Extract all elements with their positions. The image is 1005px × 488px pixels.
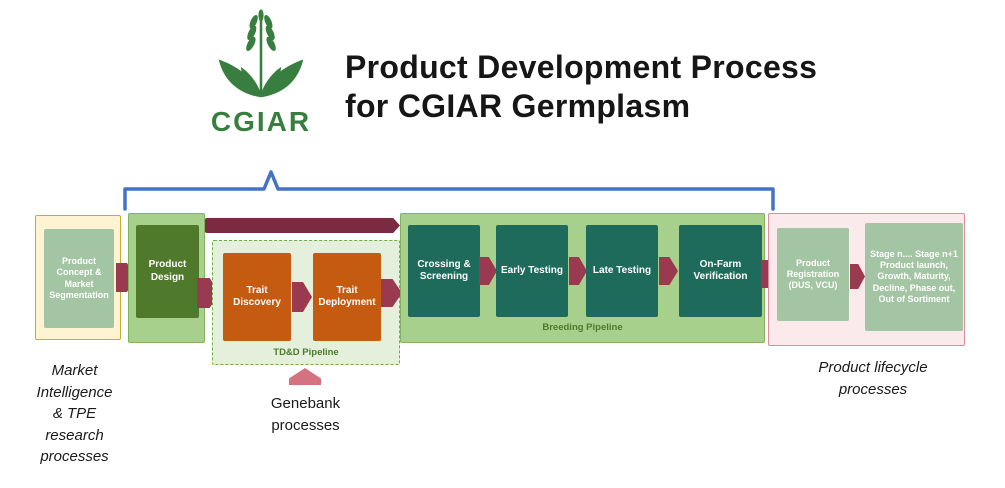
tdd-pipeline-panel: Trait Discovery Trait Deployment TD&D Pi… (212, 240, 400, 365)
cgiar-logo: CGIAR (205, 8, 317, 138)
late-testing-box: Late Testing (586, 225, 658, 317)
product-design-panel: Product Design (128, 213, 205, 343)
product-lifecycle-panel: Product Registration (DUS, VCU) Stage n.… (768, 213, 965, 346)
market-intelligence-panel: Product Concept & Market Segmentation (35, 215, 121, 340)
product-design-box: Product Design (136, 225, 199, 318)
wheat-icon (218, 9, 304, 98)
trait-deployment-box: Trait Deployment (313, 253, 381, 341)
arrow-late-onfarm-icon (659, 257, 678, 285)
arrow-discovery-deployment-icon (292, 282, 312, 312)
genebank-up-arrow-icon (289, 368, 321, 385)
brace-bracket-icon (123, 170, 775, 211)
crossing-screening-box: Crossing & Screening (408, 225, 480, 317)
genebank-caption: Genebank processes (270, 395, 341, 434)
cgiar-logo-text: CGIAR (210, 106, 312, 137)
page-title: Product Development Process for CGIAR Ge… (345, 49, 818, 124)
breeding-pipeline-label: Breeding Pipeline (542, 322, 623, 333)
arrow-early-late-icon (569, 257, 587, 285)
product-concept-box: Product Concept & Market Segmentation (44, 229, 114, 328)
lifecycle-stage-box: Stage n.... Stage n+1 Product launch, Gr… (865, 223, 963, 331)
tdd-pipeline-label: TD&D Pipeline (273, 347, 339, 358)
design-to-breeding-bar-icon (205, 218, 400, 233)
arrow-registration-stage-icon (850, 264, 865, 289)
arrow-crossing-early-icon (479, 257, 497, 285)
breeding-pipeline-panel: Crossing & Screening Early Testing Late … (400, 213, 765, 343)
product-lifecycle-caption: Product lifecycle processes (818, 359, 928, 398)
product-registration-box: Product Registration (DUS, VCU) (777, 228, 849, 321)
market-intelligence-caption: Market Intelligence & TPE research proce… (36, 362, 113, 465)
on-farm-verification-box: On-Farm Verification (679, 225, 762, 317)
arrow-deployment-crossing-icon (381, 279, 402, 307)
trait-discovery-box: Trait Discovery (223, 253, 291, 341)
early-testing-box: Early Testing (496, 225, 568, 317)
